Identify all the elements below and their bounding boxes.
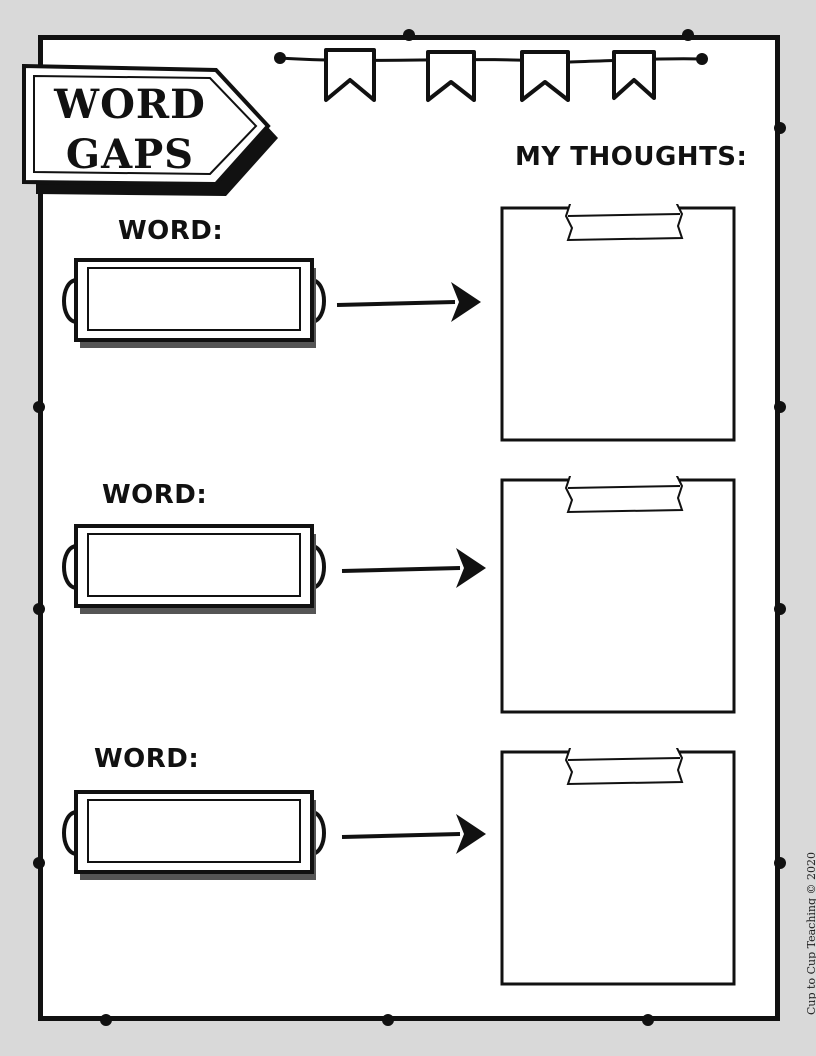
arrow-right-icon [336, 282, 481, 322]
title-line-1: WORD [54, 81, 206, 128]
frame-dot [33, 603, 45, 615]
frame-dot [774, 401, 786, 413]
thought-note-box[interactable] [498, 476, 738, 716]
arrow-right-icon [341, 814, 486, 854]
frame-dot [33, 857, 45, 869]
thought-note-box[interactable] [498, 748, 738, 988]
thought-note-box[interactable] [498, 204, 738, 444]
frame-dot [682, 29, 694, 41]
pennant-bunting-icon [274, 48, 708, 102]
title-banner-icon [22, 63, 278, 196]
frame-dot [774, 603, 786, 615]
word-label: WORD: [102, 480, 208, 510]
frame-dot [382, 1014, 394, 1026]
arrow-right-icon [341, 548, 486, 588]
page-title: WORD GAPS [40, 80, 220, 180]
my-thoughts-heading: MY THOUGHTS: [515, 142, 748, 172]
title-line-2: GAPS [65, 131, 195, 178]
word-label: WORD: [94, 744, 200, 774]
frame-dot [33, 401, 45, 413]
frame-dot [774, 857, 786, 869]
word-answer-box[interactable] [58, 786, 330, 882]
word-answer-box[interactable] [58, 254, 330, 350]
frame-dot [642, 1014, 654, 1026]
frame-dot [100, 1014, 112, 1026]
frame-dot [774, 122, 786, 134]
word-answer-box[interactable] [58, 520, 330, 616]
word-label: WORD: [118, 216, 224, 246]
frame-dot [403, 29, 415, 41]
footer-credit: Cup to Cup Teaching © 2020 [805, 851, 816, 1015]
